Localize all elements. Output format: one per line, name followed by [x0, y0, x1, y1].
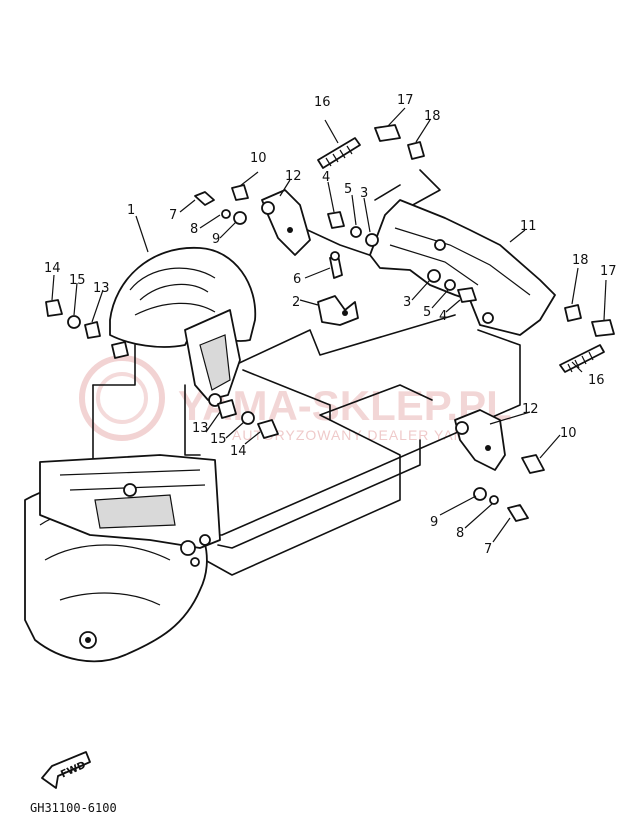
bracket-cover [109, 247, 257, 407]
callout-14-center: 14 [230, 444, 247, 459]
main-bracket [369, 199, 556, 336]
callout-15-left: 15 [69, 273, 86, 288]
nut-9-upper [233, 211, 247, 225]
bolt-10-lower [521, 454, 545, 474]
engine-block [24, 454, 221, 663]
spring-16-lower [559, 344, 605, 373]
hardware-upper-left [194, 184, 249, 225]
bolt-14-left [45, 299, 63, 317]
callout-11: 11 [520, 219, 537, 234]
callout-1: 1 [127, 203, 135, 218]
callout-18-upper: 18 [424, 109, 441, 124]
hardware-right-mid [427, 269, 477, 303]
callout-13-left: 13 [93, 281, 110, 296]
collar-18-upper [407, 141, 425, 160]
callout-12-lower: 12 [522, 402, 539, 417]
callout-8-upper: 8 [190, 222, 198, 237]
washer-8-upper [221, 209, 231, 219]
washer-15-center [241, 411, 255, 425]
bolt-14-center [257, 419, 279, 439]
washer-8-lower [489, 495, 499, 505]
callout-labels: 1 2 3 3 4 4 5 5 6 7 7 8 8 9 9 10 10 11 1… [44, 93, 617, 557]
bracket-12-upper [261, 189, 311, 256]
hardware-upper-mid [327, 211, 379, 247]
watermark-logo [79, 355, 165, 441]
collar-18-lower [564, 304, 582, 322]
bolt-10-upper [231, 184, 249, 201]
callout-7-upper: 7 [169, 208, 177, 223]
spring-16-upper [317, 137, 361, 169]
fwd-arrow-icon [41, 751, 91, 789]
callout-3-upper: 3 [360, 186, 368, 201]
callout-17-lower: 17 [600, 264, 617, 279]
callout-16-lower: 16 [588, 373, 605, 388]
callout-12-upper: 12 [285, 169, 302, 184]
callout-2: 2 [292, 295, 300, 310]
callout-5-lower: 5 [423, 305, 431, 320]
callout-4-lower: 4 [439, 309, 447, 324]
grease-nipple-6 [329, 251, 343, 279]
bracket-12-lower [454, 409, 506, 471]
bolt-17-upper [374, 124, 401, 142]
watermark: YAMA-SKLEP.PL AUTORYZOWANY DEALER YAMAHA [79, 355, 512, 443]
hardware-left [45, 299, 101, 339]
callout-10-lower: 10 [560, 426, 577, 441]
nut-9-lower [473, 487, 487, 501]
callout-14-left: 14 [44, 261, 61, 276]
callout-9-lower: 9 [430, 515, 438, 530]
callout-10-upper: 10 [250, 151, 267, 166]
collar-13-center [217, 399, 237, 419]
collar-13-left [84, 321, 101, 339]
hardware-lower-right [473, 454, 545, 522]
callout-16-upper: 16 [314, 95, 331, 110]
spring-pin-lower [559, 304, 615, 373]
collar-3-upper [365, 233, 379, 247]
watermark-subtitle: AUTORYZOWANY DEALER YAMAHA [232, 427, 498, 443]
callout-13-center: 13 [192, 421, 209, 436]
bolt-4-lower [457, 287, 477, 303]
washer-5-lower [444, 279, 456, 291]
callout-4-upper: 4 [322, 170, 330, 185]
washer-5-upper [350, 226, 362, 238]
clamp-2 [317, 295, 359, 326]
collar-3-lower [427, 269, 441, 283]
callout-15-center: 15 [210, 432, 227, 447]
diagram-code: GH31100-6100 [30, 801, 117, 815]
callout-18-lower: 18 [572, 253, 589, 268]
bolt-7-upper [194, 191, 215, 206]
hardware-center [217, 399, 279, 439]
callout-8-lower: 8 [456, 526, 464, 541]
callout-17-upper: 17 [397, 93, 414, 108]
washer-15-left [67, 315, 81, 329]
callout-9-upper: 9 [212, 232, 220, 247]
bolt-17-lower [591, 319, 615, 337]
bolt-4-upper [327, 211, 345, 229]
callout-7-lower: 7 [484, 542, 492, 557]
callout-3-lower: 3 [403, 295, 411, 310]
spring-pin-upper [317, 124, 425, 169]
leader-lines [51, 107, 607, 543]
callout-5-upper: 5 [344, 182, 352, 197]
fwd-arrow: FWD [41, 751, 91, 789]
bolt-7-lower [507, 504, 529, 522]
callout-6: 6 [293, 272, 301, 287]
